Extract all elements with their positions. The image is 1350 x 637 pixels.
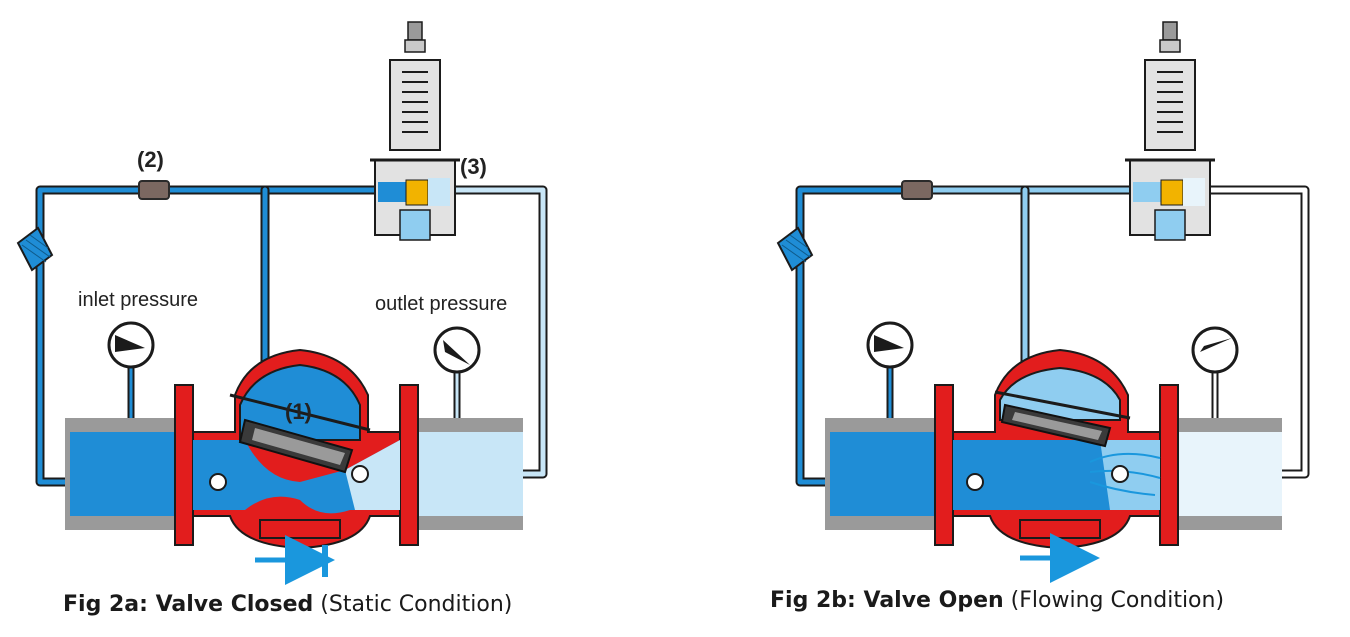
pilot-valve-a bbox=[370, 21, 460, 241]
caption-fig-2a-bold: Fig 2a: Valve Closed bbox=[63, 592, 314, 617]
caption-fig-2b: Fig 2b: Valve Open (Flowing Condition) bbox=[770, 588, 1224, 613]
caption-fig-2b-normal: (Flowing Condition) bbox=[1010, 588, 1225, 613]
outlet-gauge-b bbox=[1191, 326, 1239, 374]
inlet-gauge-b bbox=[866, 321, 914, 369]
main-valve-body-a bbox=[174, 348, 419, 550]
strainer-b bbox=[776, 226, 814, 272]
caption-fig-2a-normal: (Static Condition) bbox=[320, 592, 513, 617]
caption-fig-2b-bold: Fig 2b: Valve Open bbox=[770, 588, 1004, 613]
inlet-pipe-b bbox=[825, 418, 935, 530]
outlet-port-a bbox=[351, 465, 369, 483]
inlet-port-a bbox=[209, 473, 227, 491]
strainer-a bbox=[16, 226, 54, 272]
figure-2a: inlet pressure outlet pressure (1) (2) (… bbox=[16, 21, 548, 585]
main-valve-label: (1) bbox=[285, 399, 312, 424]
outlet-pipe-a bbox=[405, 418, 523, 530]
main-valve-body-b bbox=[934, 348, 1179, 550]
outlet-pressure-label: outlet pressure bbox=[375, 293, 507, 315]
pilot-valve-b bbox=[1125, 21, 1215, 241]
restrictor-b bbox=[901, 180, 933, 200]
restrictor-label: (2) bbox=[137, 147, 164, 172]
caption-fig-2a: Fig 2a: Valve Closed (Static Condition) bbox=[63, 592, 512, 617]
outlet-gauge-a bbox=[433, 326, 481, 374]
restrictor-a bbox=[138, 180, 170, 200]
outlet-pipe-b bbox=[1170, 418, 1282, 530]
figure-2b bbox=[776, 21, 1310, 583]
inlet-gauge-a bbox=[107, 321, 155, 369]
outlet-port-b bbox=[1111, 465, 1129, 483]
pilot-label: (3) bbox=[460, 154, 487, 179]
flow-arrow-closed bbox=[255, 535, 335, 585]
inlet-pipe-a bbox=[65, 418, 175, 530]
inlet-port-b bbox=[966, 473, 984, 491]
inlet-pressure-label: inlet pressure bbox=[78, 289, 198, 311]
